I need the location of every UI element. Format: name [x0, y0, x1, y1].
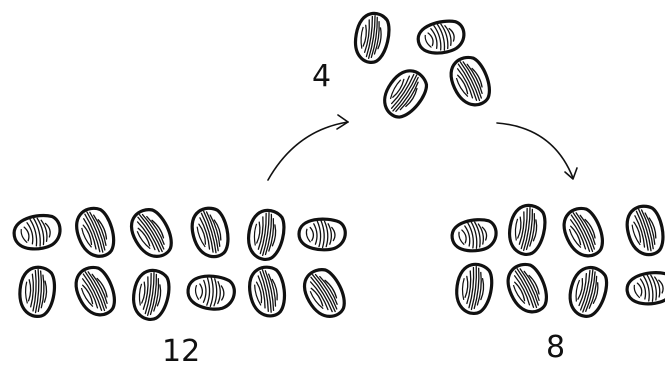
bean-group-left: [12, 204, 352, 324]
bean-icon: [625, 270, 665, 307]
bean-icon: [445, 52, 497, 111]
count-label-left: 12: [162, 337, 200, 367]
bean-icon: [18, 266, 56, 318]
bean-icon: [565, 264, 611, 320]
arrow-up: [268, 122, 348, 180]
arrow-down: [497, 123, 573, 178]
bean-icon: [299, 219, 345, 250]
bean-icon: [245, 208, 287, 262]
bean-icon: [130, 268, 172, 322]
bean-group-right: [450, 203, 665, 320]
bean-icon: [71, 204, 120, 262]
bean-icon: [124, 204, 178, 264]
bean-icon: [70, 262, 122, 321]
bean-icon: [377, 64, 433, 124]
bean-icon: [454, 262, 495, 315]
count-label-right: 8: [546, 333, 565, 363]
bean-icon: [415, 18, 467, 58]
bean-group-top: [352, 11, 496, 124]
bean-icon: [450, 217, 498, 254]
bean-icon: [187, 205, 233, 261]
bean-icon: [506, 203, 548, 257]
bean-icon: [622, 203, 665, 259]
bean-icon: [558, 203, 610, 262]
bean-icon: [12, 212, 63, 252]
bean-icon: [246, 265, 288, 319]
bean-icon: [297, 264, 351, 324]
bean-icon: [502, 259, 554, 318]
bean-icon: [352, 11, 392, 65]
count-label-top: 4: [312, 62, 331, 92]
bean-icon: [187, 274, 236, 311]
